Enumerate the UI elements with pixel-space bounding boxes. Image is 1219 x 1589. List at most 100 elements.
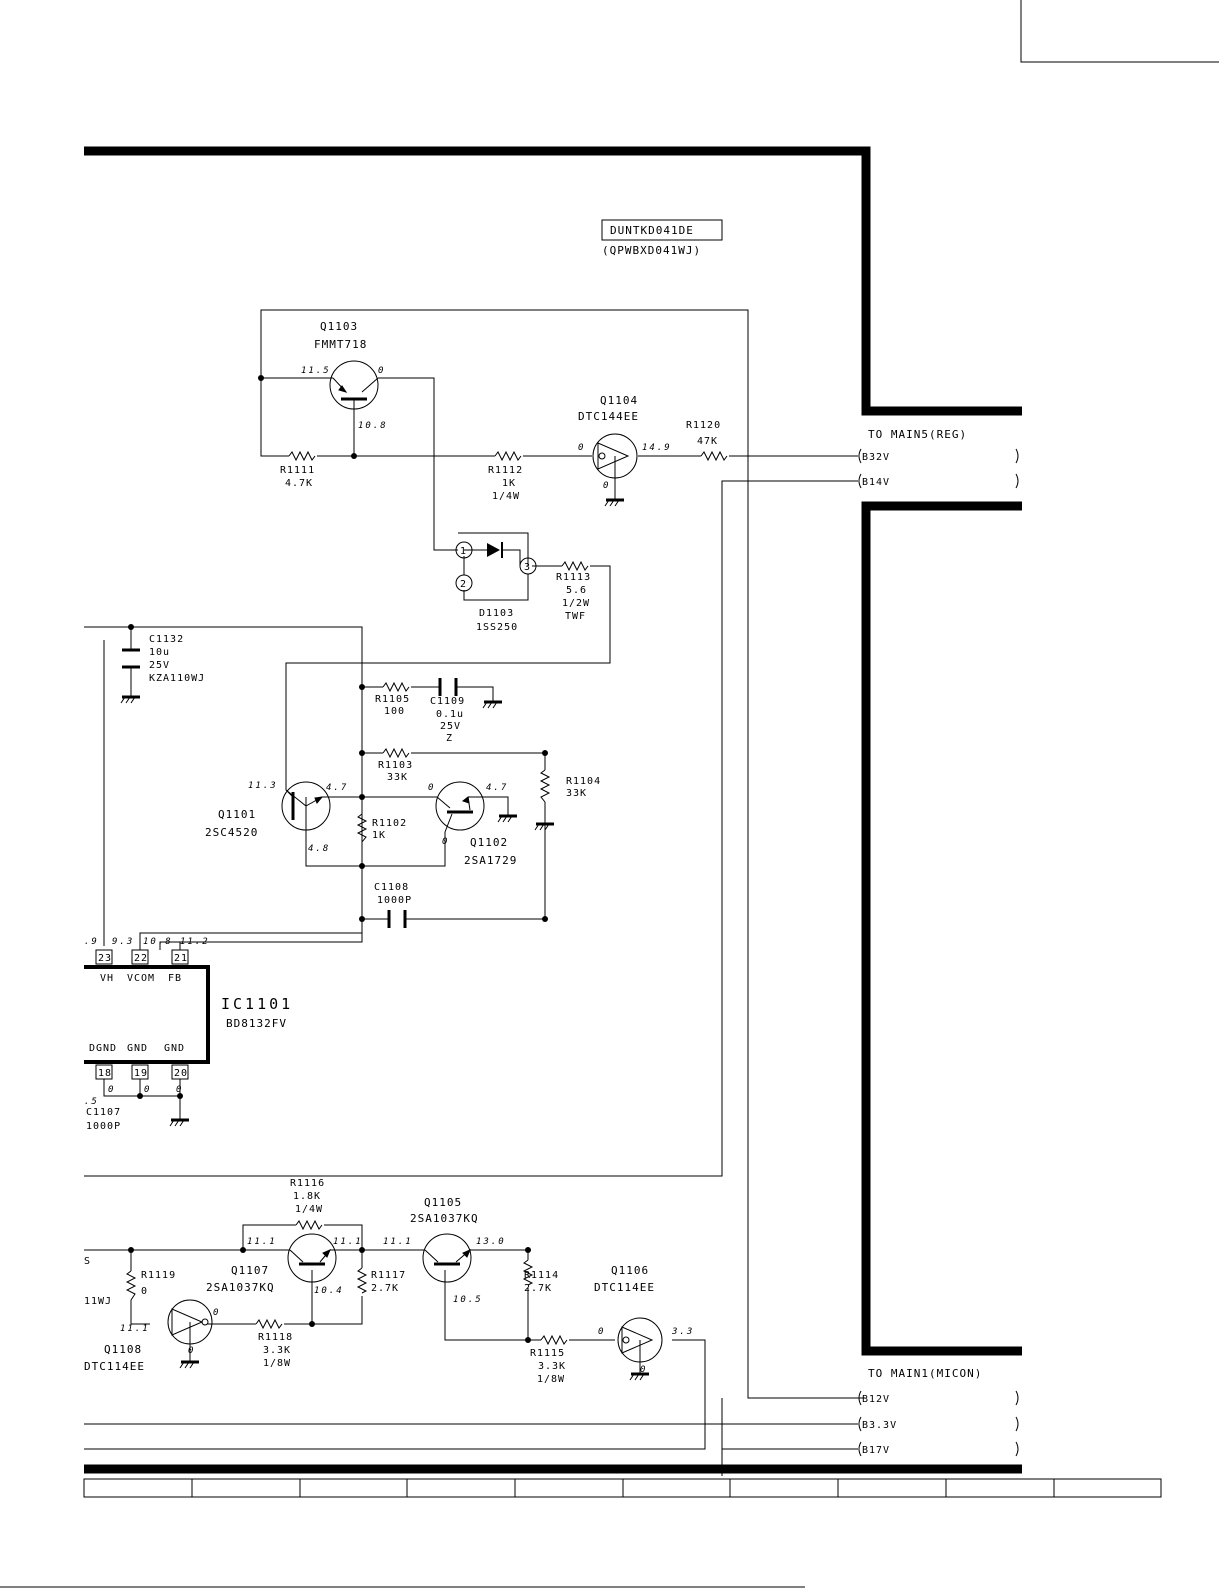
q1105-part: 2SA1037KQ: [410, 1212, 479, 1225]
diode-pin-3: 3: [524, 562, 531, 573]
r1112-ref: R1112: [488, 465, 523, 476]
q1107-v-emitter: 11.1: [247, 1237, 277, 1247]
q1108-part: DTC114EE: [84, 1360, 145, 1373]
r1115-ref: R1115: [530, 1348, 565, 1359]
ic-left-voltage: .9: [84, 937, 99, 947]
transistor-labels: Q1103 FMMT718 11.5 0 10.8 Q1104 DTC144EE…: [84, 320, 692, 1375]
q1101-ref: Q1101: [218, 808, 256, 821]
diode-pin-2: 2: [460, 579, 467, 590]
r1116-rating: 1/4W: [295, 1204, 323, 1215]
q1102-ref: Q1102: [470, 836, 508, 849]
ic-pin-19-voltage: 0: [144, 1085, 151, 1095]
ic-pin-23-voltage: 9.3: [112, 937, 134, 947]
r1116-ref: R1116: [290, 1178, 325, 1189]
r1117-value: 2.7K: [371, 1283, 399, 1294]
connector-main1: TO MAIN1(MICON) B12V B3.3V B17V: [858, 1367, 1019, 1457]
ground-symbols: [120, 498, 649, 1381]
junction-dots: [128, 375, 548, 1343]
q1105-v-base: 11.1: [383, 1237, 413, 1247]
resistor-labels: R1111 4.7K R1112 1K 1/4W R1120 47K R1113…: [141, 420, 721, 1385]
capacitor-labels: C1132 10u 25V KZA110WJ C1109 0.1u 25V Z …: [86, 634, 464, 1132]
r1111-value: 4.7K: [285, 478, 313, 489]
r1115-value: 3.3K: [538, 1361, 566, 1372]
ic-pin-21-voltage: 11.2: [180, 937, 210, 947]
r1102-ref: R1102: [372, 818, 407, 829]
r1114-ref: R1114: [524, 1270, 559, 1281]
ic-pin-19-name: GND: [127, 1043, 148, 1054]
ic-pin-20-voltage: 0: [176, 1085, 183, 1095]
ic-pin-23: 23: [98, 953, 112, 964]
q1104-ref: Q1104: [600, 394, 638, 407]
q1107-v-collector: 10.4: [314, 1286, 344, 1296]
r1104-ref: R1104: [566, 776, 601, 787]
q1105-v-emitter: 13.0: [476, 1237, 506, 1247]
q1108-v-gnd: 0: [188, 1346, 195, 1356]
r1113-rating: 1/2W: [562, 598, 590, 609]
q1102-v-collector: 0: [442, 837, 449, 847]
r1113-value: 5.6: [566, 585, 587, 596]
r1112-rating: 1/4W: [492, 491, 520, 502]
q1106-ref: Q1106: [611, 1264, 649, 1277]
r1115-rating: 1/8W: [537, 1374, 565, 1385]
r1103-ref: R1103: [378, 760, 413, 771]
r1112-value: 1K: [502, 478, 516, 489]
q1105-ref: Q1105: [424, 1196, 462, 1209]
r1111-ref: R1111: [280, 465, 315, 476]
q1105-v-collector: 10.5: [453, 1295, 483, 1305]
q1107-v-base: 11.1: [333, 1237, 363, 1247]
ic-pin-20: 20: [174, 1068, 188, 1079]
r1116-value: 1.8K: [293, 1191, 321, 1202]
bottom-ruler: [83, 1478, 1162, 1498]
c1109-type: Z: [446, 733, 453, 744]
connector-main1-title: TO MAIN1(MICON): [868, 1367, 982, 1380]
transistor-symbols: [281, 360, 485, 1283]
q1102-part: 2SA1729: [464, 854, 517, 867]
q1101-v-emitter: 4.7: [326, 783, 348, 793]
r1103-value: 33K: [387, 772, 408, 783]
board-part-no: DUNTKD041DE: [610, 224, 694, 237]
r1113-type: TWF: [565, 611, 586, 622]
q1107-part: 2SA1037KQ: [206, 1281, 275, 1294]
r1120-ref: R1120: [686, 420, 721, 431]
ic-bottom-left-voltage: .5: [84, 1097, 99, 1107]
d1103-part: 1SS250: [476, 622, 518, 633]
q1102-v-base: 0: [428, 783, 435, 793]
c1107-value: 1000P: [86, 1121, 121, 1132]
c1107-ref: C1107: [86, 1107, 121, 1118]
ic-part: BD8132FV: [226, 1017, 287, 1030]
capacitor-symbols: [122, 648, 458, 928]
q1106-part: DTC114EE: [594, 1281, 655, 1294]
d1103-ref: D1103: [479, 608, 514, 619]
r1118-rating: 1/8W: [263, 1358, 291, 1369]
r1114-value: 2.7K: [524, 1283, 552, 1294]
board-part-box: [601, 219, 723, 241]
ic-ref: IC1101: [221, 995, 293, 1013]
r1118-value: 3.3K: [263, 1345, 291, 1356]
q1101-v-base: 4.8: [308, 844, 330, 854]
ic-pin-23-name: VH: [100, 973, 114, 984]
c1108-value: 1000P: [377, 895, 412, 906]
q1104-part: DTC144EE: [578, 410, 639, 423]
ic1101: 23 22 21 VH VCOM FB 9.3 10.8 11.2 .9 IC1…: [84, 937, 293, 1107]
ic-pin-20-name: GND: [164, 1043, 185, 1054]
r1104-value: 33K: [566, 788, 587, 799]
connector-main5-pin-b14v: B14V: [862, 477, 890, 488]
ic-pin-22-voltage: 10.8: [143, 937, 173, 947]
q1104-v-out: 14.9: [642, 443, 672, 453]
ic-pin-18: 18: [98, 1068, 112, 1079]
c1132-part: KZA110WJ: [149, 673, 205, 684]
r1113-ref: R1113: [556, 572, 591, 583]
ic-pin-18-name: DGND: [89, 1043, 117, 1054]
c1109-voltage: 25V: [440, 721, 461, 732]
q1107-ref: Q1107: [231, 1264, 269, 1277]
r1105-ref: R1105: [375, 694, 410, 705]
r1105-value: 100: [384, 706, 405, 717]
ic-pin-18-voltage: 0: [108, 1085, 115, 1095]
edge-fragment-s: S: [84, 1256, 91, 1267]
q1101-v-collector: 11.3: [248, 781, 278, 791]
r1119-ref: R1119: [141, 1270, 176, 1281]
connector-main5-pin-b32v: B32V: [862, 452, 890, 463]
q1108-v-out: 0: [213, 1308, 220, 1318]
q1104-v-gnd: 0: [603, 481, 610, 491]
